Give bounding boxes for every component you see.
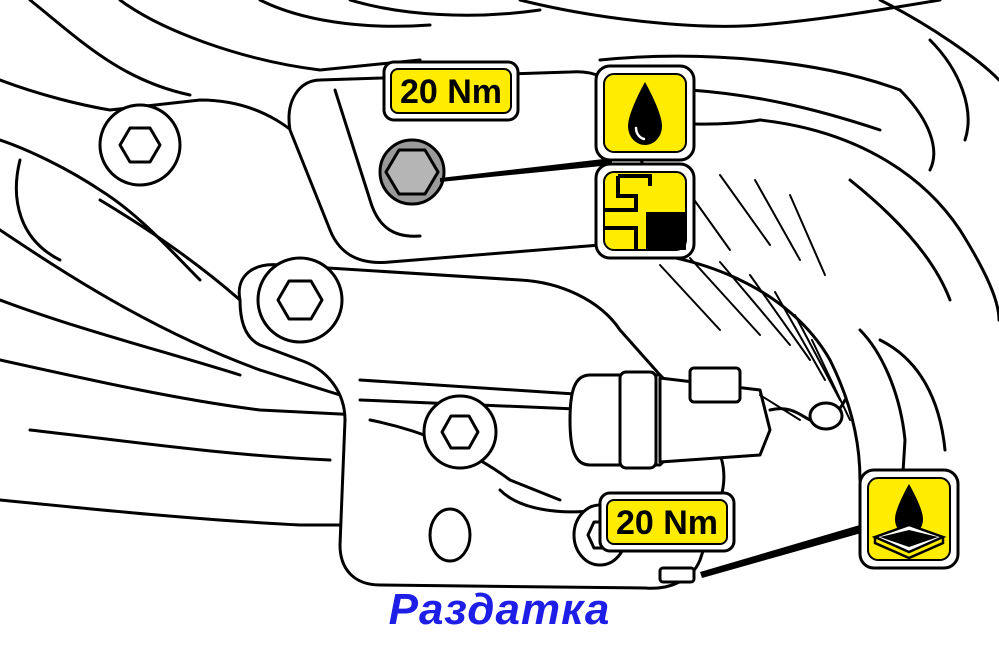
torque-label-bottom: 20 Nm	[616, 504, 718, 542]
torque-label-top: 20 Nm	[400, 73, 502, 111]
bolt-middle-left	[256, 256, 344, 344]
torque-callout-top: 20 Nm	[382, 60, 520, 122]
bolt-upper-left	[98, 103, 182, 187]
oil-level-icon	[594, 162, 696, 260]
leader-lines	[440, 158, 872, 578]
ribbed-gear-section	[598, 174, 947, 522]
drain-plug	[658, 566, 696, 584]
diagram-caption: Раздатка	[388, 585, 611, 634]
bolt-lower-middle	[422, 394, 498, 470]
fill-level-plug	[378, 138, 446, 206]
oil-drop-icon	[594, 64, 696, 162]
drain-oil-icon	[858, 468, 960, 570]
sensor-connector	[568, 366, 847, 470]
torque-callout-bottom: 20 Nm	[598, 491, 736, 553]
